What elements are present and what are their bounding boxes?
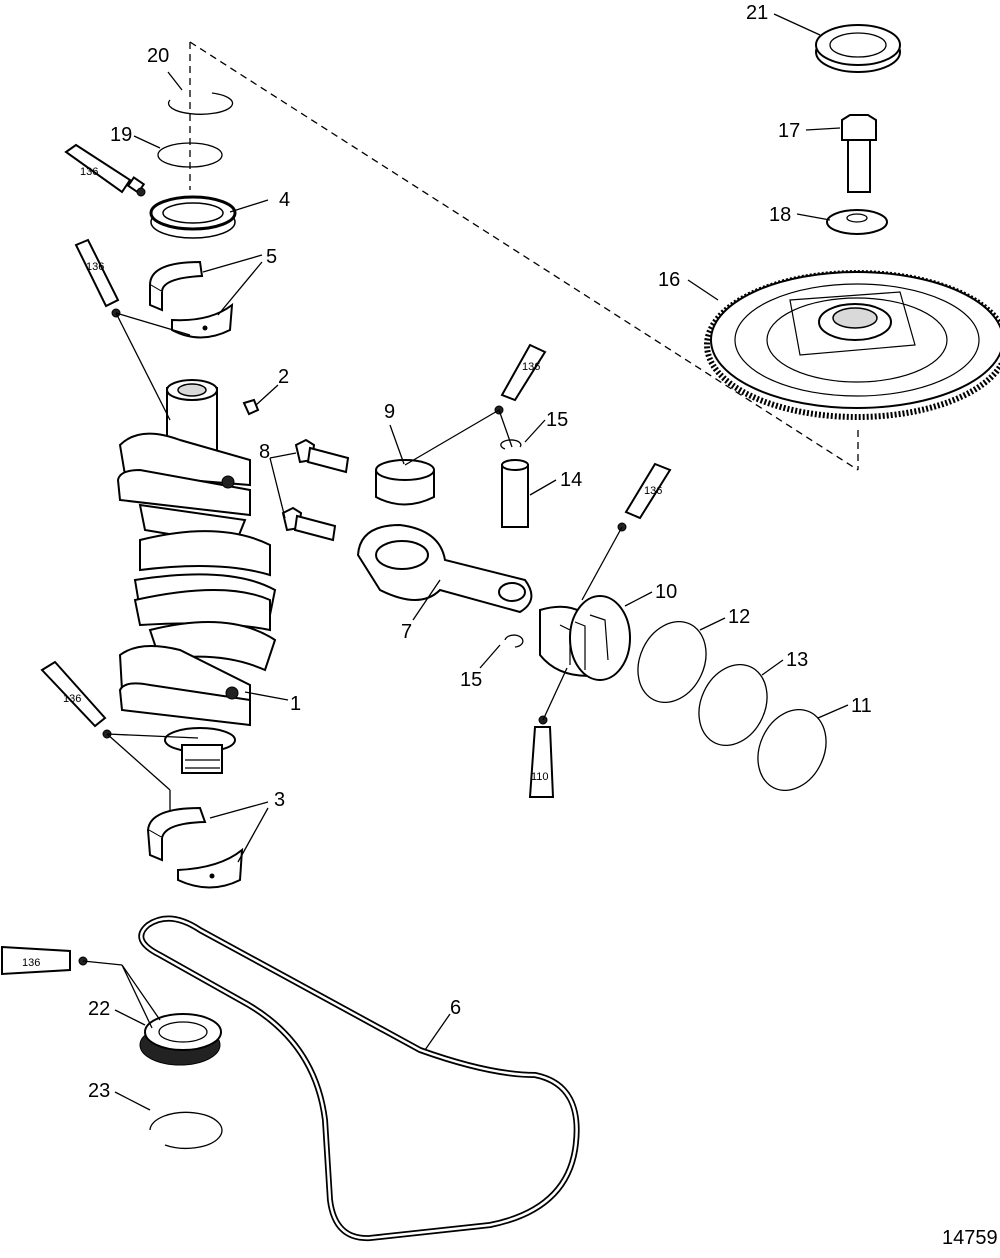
callout-2: 2 <box>278 366 289 388</box>
piston-ring-11 <box>757 708 827 792</box>
bolt-17 <box>841 114 877 193</box>
callout-3: 3 <box>274 789 285 811</box>
bearing-9 <box>375 459 435 506</box>
callout-20: 20 <box>147 45 169 67</box>
callout-6: 6 <box>450 997 461 1019</box>
sealant-tube-1-label: 136 <box>80 166 98 178</box>
callout-17: 17 <box>778 120 800 142</box>
leader-lines <box>82 13 849 1111</box>
callout-15-upper: 15 <box>546 409 568 431</box>
ring-19 <box>157 142 223 168</box>
callout-1: 1 <box>290 693 301 715</box>
sealant-tube-4: 136 <box>617 462 672 532</box>
alignment-dashed-line <box>189 41 859 471</box>
clip-15-lower <box>504 634 524 648</box>
callout-19: 19 <box>110 124 132 146</box>
sealant-tube-6-label: 110 <box>531 771 549 783</box>
callout-23: 23 <box>88 1080 110 1102</box>
figure-number: 14759 <box>942 1227 998 1249</box>
callout-11: 11 <box>851 695 872 717</box>
bolts-8 <box>281 438 350 542</box>
sealant-tube-3: 136 <box>494 343 547 415</box>
piston-ring-12 <box>637 620 707 704</box>
callout-labels: 1 2 3 4 5 6 7 8 9 10 11 12 13 14 15 15 1… <box>88 2 872 1102</box>
clip-15-upper <box>500 439 522 450</box>
sealant-tube-5-label: 136 <box>63 693 81 705</box>
sealant-tube-7: 136 <box>1 945 88 976</box>
connecting-rod-7 <box>356 523 533 614</box>
seal-4 <box>149 195 237 239</box>
washer-18 <box>826 209 888 235</box>
belt-6 <box>138 915 580 1242</box>
sealant-tube-7-label: 136 <box>22 957 40 969</box>
callout-21: 21 <box>746 2 768 24</box>
seal-22 <box>139 1013 222 1066</box>
sealant-tube-6: 110 <box>528 715 555 798</box>
callout-7: 7 <box>401 621 412 643</box>
bearing-halves-3 <box>146 806 244 889</box>
sealant-tube-3-label: 136 <box>522 361 540 373</box>
flywheel-16 <box>704 270 1000 420</box>
callout-4: 4 <box>279 189 290 211</box>
key-2 <box>242 398 260 416</box>
callout-8: 8 <box>259 441 270 463</box>
callout-9: 9 <box>384 401 395 423</box>
crankshaft-1 <box>116 379 277 774</box>
sealant-tube-4-label: 136 <box>644 485 662 497</box>
retaining-ring-23 <box>149 1111 223 1149</box>
sealant-tube-2: 136 <box>74 238 121 318</box>
callout-12: 12 <box>728 606 750 628</box>
callout-14: 14 <box>560 469 582 491</box>
callout-18: 18 <box>769 204 791 226</box>
retaining-ring-20 <box>167 92 234 115</box>
callout-16: 16 <box>658 269 680 291</box>
sealant-tube-1: 136 <box>64 143 146 197</box>
piston-10 <box>539 595 631 681</box>
cap-21 <box>815 24 901 73</box>
bearing-halves-5 <box>148 260 234 339</box>
callout-5: 5 <box>266 246 277 268</box>
callout-13: 13 <box>786 649 808 671</box>
piston-ring-13 <box>698 663 768 747</box>
callout-10: 10 <box>655 581 677 603</box>
callout-15-lower: 15 <box>460 669 482 691</box>
sealant-tube-2-label: 136 <box>86 261 104 273</box>
callout-22: 22 <box>88 998 110 1020</box>
piston-pin-14 <box>501 459 529 528</box>
sealant-tube-5: 136 <box>40 660 112 739</box>
